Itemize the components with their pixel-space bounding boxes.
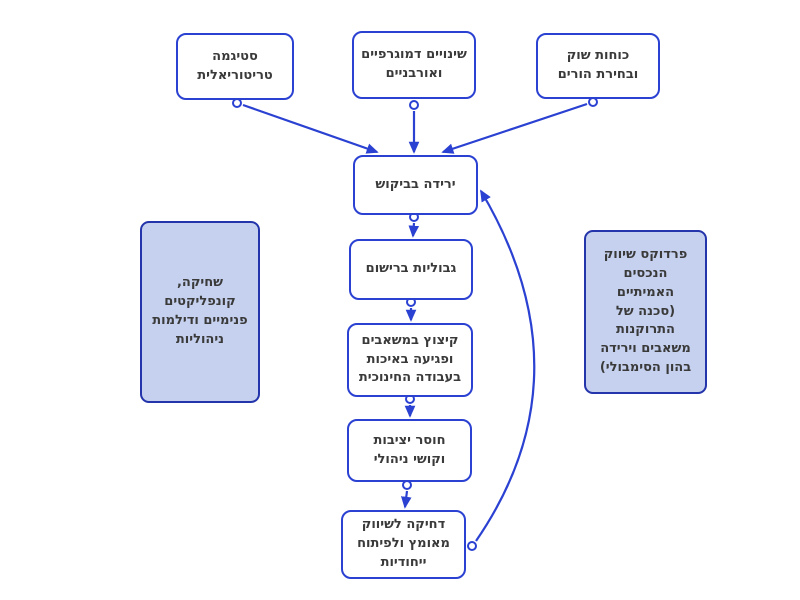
edge-line — [408, 222, 420, 238]
note-paradox-label: פרדוקס שיווק הנכסים האמיתיים (סכנה של הת… — [599, 247, 692, 376]
node-marketing[interactable]: דחיקה לשיווק מאומץ ולפיתוח ייחודיות — [341, 510, 466, 579]
node-market[interactable]: כוחות שוק ובחירת הורים — [536, 33, 660, 99]
edge-registration-to-cuts — [405, 297, 417, 322]
node-instability-label: חוסר יציבות וקושי ניהולי — [373, 432, 446, 467]
node-market-label: כוחות שוק ובחירת הורים — [557, 48, 639, 82]
edge-stigma-to-demand — [232, 98, 379, 154]
node-cuts[interactable]: קיצוץ במשאבים ופגיעה באיכות בעבודה החינו… — [347, 323, 473, 397]
node-stigma[interactable]: סטיגמה טריטוריאלית — [176, 33, 294, 100]
node-registration-label: גבוליות ברישום — [365, 261, 457, 277]
edge-line — [400, 490, 412, 509]
edge-demand-to-registration — [408, 212, 420, 238]
node-demand[interactable]: ירידה בביקוש — [353, 155, 478, 215]
node-registration[interactable]: גבוליות ברישום — [349, 239, 473, 300]
edge-market-to-demand — [441, 97, 598, 154]
edge-source-dot — [232, 98, 242, 108]
edge-instability-to-marketing — [400, 480, 412, 509]
node-demographic[interactable]: שינויים דמוגרפיים ואורבניים — [352, 31, 476, 99]
node-instability[interactable]: חוסר יציבות וקושי ניהולי — [347, 419, 472, 482]
edge-source-dot — [467, 541, 477, 551]
node-demand-label: ירידה בביקוש — [375, 176, 456, 192]
edge-source-dot — [588, 97, 598, 107]
node-demographic-label: שינויים דמוגרפיים ואורבניים — [361, 47, 467, 81]
note-burnout-label: שחיקה, קונפליקטים פנימיים ודילמות ניהולי… — [152, 275, 248, 347]
note-paradox[interactable]: פרדוקס שיווק הנכסים האמיתיים (סכנה של הת… — [584, 230, 707, 394]
edge-cuts-to-instability — [404, 394, 416, 418]
edge-line — [475, 189, 536, 542]
edge-source-dot — [409, 100, 419, 110]
node-marketing-label: דחיקה לשיווק מאומץ ולפיתוח ייחודיות — [357, 517, 450, 570]
note-burnout[interactable]: שחיקה, קונפליקטים פנימיים ודילמות ניהולי… — [140, 221, 260, 403]
edge-demographic-to-demand — [408, 100, 420, 154]
node-stigma-label: סטיגמה טריטוריאלית — [197, 48, 273, 83]
edge-line — [441, 102, 588, 154]
edge-line — [242, 103, 379, 154]
edge-marketing-to-demand-feedback — [467, 189, 536, 551]
edge-source-dot — [402, 480, 412, 490]
node-cuts-label: קיצוץ במשאבים ופגיעה באיכות בעבודה החינו… — [358, 332, 462, 386]
